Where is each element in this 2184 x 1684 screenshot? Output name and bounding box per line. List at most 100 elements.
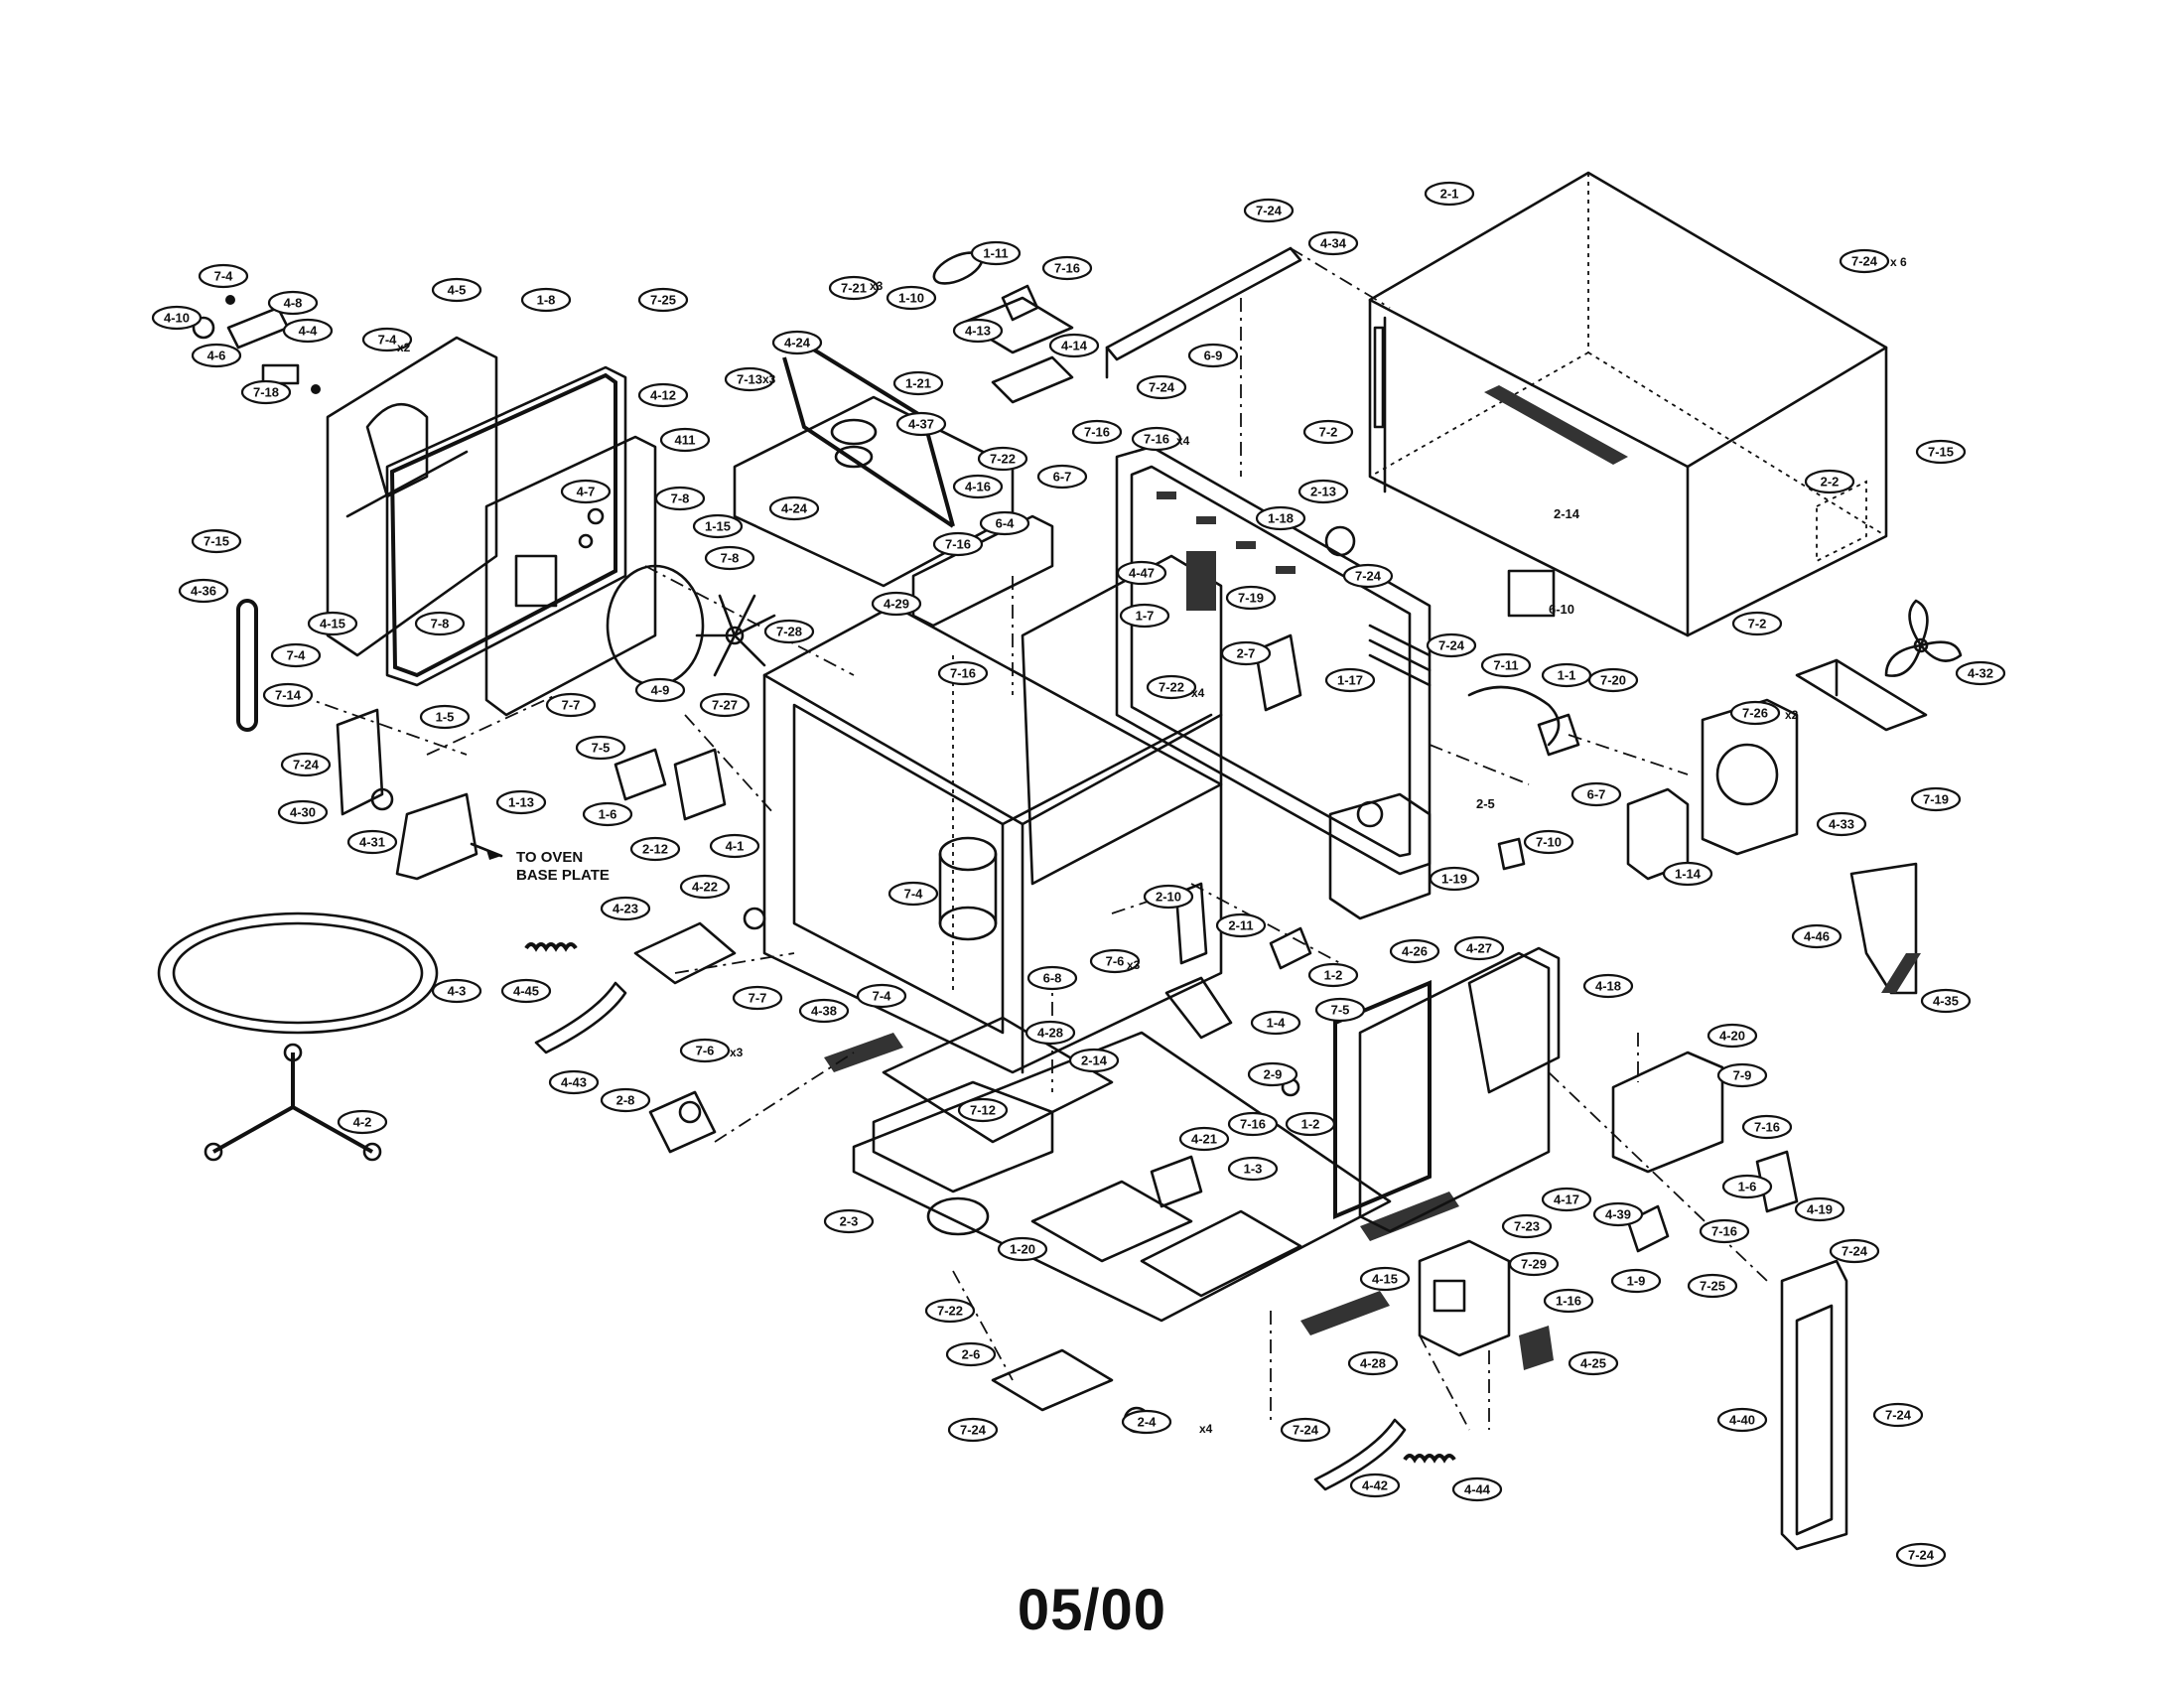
- callout-oval: [1297, 479, 1349, 504]
- callout-oval: [699, 692, 751, 718]
- callout-text: 7-11: [1493, 658, 1518, 673]
- callout-text: 2-1: [1440, 187, 1459, 202]
- callout-oval: [828, 275, 880, 301]
- callout-text: 1-8: [537, 293, 556, 308]
- callout-text: 7-6: [696, 1044, 715, 1058]
- callout-oval: [1089, 948, 1141, 974]
- callout-7-16-a: 7-16: [1227, 1111, 1279, 1137]
- callout-oval: [856, 983, 907, 1009]
- callout-oval: [1453, 935, 1505, 961]
- callout-text: 2-11: [1228, 918, 1253, 933]
- callout-oval: [1307, 962, 1359, 988]
- callout-text: 4-38: [811, 1004, 837, 1019]
- mult-7-24-x6: x 6: [1890, 255, 1907, 269]
- callout-text: 1-5: [436, 710, 455, 725]
- callout-text: 4-23: [613, 902, 638, 916]
- callout-oval: [1247, 1061, 1298, 1087]
- callout-oval: [1347, 1350, 1399, 1376]
- fan-blade: [1884, 599, 1963, 677]
- callout-oval: [692, 513, 744, 539]
- callout-7-24-a: 7-24: [280, 752, 332, 777]
- callout-oval: [892, 370, 944, 396]
- callout-1-8: 1-8: [520, 287, 572, 313]
- callout-oval: [575, 735, 626, 761]
- callout-text: 4-32: [1968, 666, 1993, 681]
- callout-text: 4-39: [1605, 1207, 1631, 1222]
- callout-oval: [768, 495, 820, 521]
- callout-4-31: 4-31: [346, 829, 398, 855]
- callout-text: 7-24: [1438, 638, 1465, 653]
- callout-2-2: 2-2: [1804, 469, 1855, 494]
- callout-oval: [1389, 938, 1440, 964]
- callout-text: 4-24: [781, 501, 808, 516]
- callout-oval: [679, 1038, 731, 1063]
- callout-text: 1-16: [1556, 1294, 1581, 1309]
- callout-7-24-b: 7-24: [947, 1417, 999, 1443]
- callout-oval: [823, 1208, 875, 1234]
- stirrer-cover: [961, 296, 1074, 354]
- callout-4-16: 4-16: [952, 474, 1004, 499]
- callout-oval: [151, 305, 203, 331]
- callout-oval: [1587, 667, 1639, 693]
- callout-oval: [1068, 1048, 1120, 1073]
- callout-text: 7-24: [1842, 1244, 1868, 1259]
- callout-oval: [191, 343, 242, 368]
- callout-text: 1-18: [1268, 511, 1294, 526]
- callout-text: 7-10: [1536, 835, 1562, 850]
- callout-text: 2-6: [962, 1347, 981, 1362]
- callout-oval: [1568, 1350, 1619, 1376]
- callout-oval: [1570, 781, 1622, 807]
- callout-text: 7-13: [737, 372, 762, 387]
- callout-text: 4-15: [1372, 1272, 1398, 1287]
- mult-7-4-x2: x2: [397, 341, 411, 354]
- callout-text: 7-27: [712, 698, 738, 713]
- outer-cabinet: [1368, 171, 1888, 637]
- callout-4-25: 4-25: [1568, 1350, 1619, 1376]
- callout-7-16-f: 7-16: [1131, 426, 1182, 452]
- note-line-2: BASE PLATE: [516, 867, 610, 884]
- callout-oval: [1895, 1542, 1947, 1568]
- callout-7-4-b: 7-4: [361, 327, 413, 352]
- callout-7-24-d: 7-24: [1243, 198, 1295, 223]
- callout-7-16-d: 7-16: [937, 660, 989, 686]
- callout-4-8: 4-8: [267, 290, 319, 316]
- callout-4-21: 4-21: [1178, 1126, 1230, 1152]
- callout-text: 1-2: [1324, 968, 1343, 983]
- magnetron: [1328, 792, 1432, 920]
- callout-oval: [997, 1236, 1048, 1262]
- callout-2-13: 2-13: [1297, 479, 1349, 504]
- callout-oval: [548, 1069, 600, 1095]
- callout-text: 4-45: [513, 984, 539, 999]
- callout-text: 7-9: [1733, 1068, 1752, 1083]
- callout-text: 4-29: [884, 597, 909, 612]
- callout-text: 7-15: [204, 534, 229, 549]
- callout-oval: [1116, 560, 1167, 586]
- callout-2-9: 2-9: [1247, 1061, 1298, 1087]
- callout-7-24-g: 7-24: [1426, 632, 1477, 658]
- callout-2-11: 2-11: [1215, 912, 1267, 938]
- mult-7-6-x3-b: x3: [730, 1046, 744, 1059]
- callout-text: 1-15: [705, 519, 731, 534]
- callout-oval: [724, 366, 775, 392]
- mult-7-21-x3: x3: [870, 279, 884, 293]
- callout-4-15-b: 4-15: [1359, 1266, 1411, 1292]
- callout-text: 1-21: [905, 376, 931, 391]
- callout-7-19-b: 7-19: [1910, 786, 1962, 812]
- roller-support: [204, 1043, 382, 1162]
- callout-text: 7-16: [945, 537, 971, 552]
- callout-text: 4-33: [1829, 817, 1854, 832]
- callout-oval: [704, 545, 755, 571]
- callout-text: 7-21: [841, 281, 867, 296]
- callout-text: 4-5: [448, 283, 467, 298]
- callout-text: 4-30: [290, 805, 316, 820]
- callout-oval: [1687, 1273, 1738, 1299]
- callout-oval: [282, 318, 334, 344]
- callout-7-6-a: 7-6: [679, 1038, 731, 1063]
- mult-7-6-x3-a: x3: [1127, 958, 1141, 972]
- callout-text: 7-25: [650, 293, 676, 308]
- callout-text: 411: [675, 433, 696, 448]
- callout-text: 7-24: [1851, 254, 1878, 269]
- callout-oval: [1024, 1020, 1076, 1046]
- callout-7-16-c: 7-16: [932, 531, 984, 557]
- callout-oval: [947, 1417, 999, 1443]
